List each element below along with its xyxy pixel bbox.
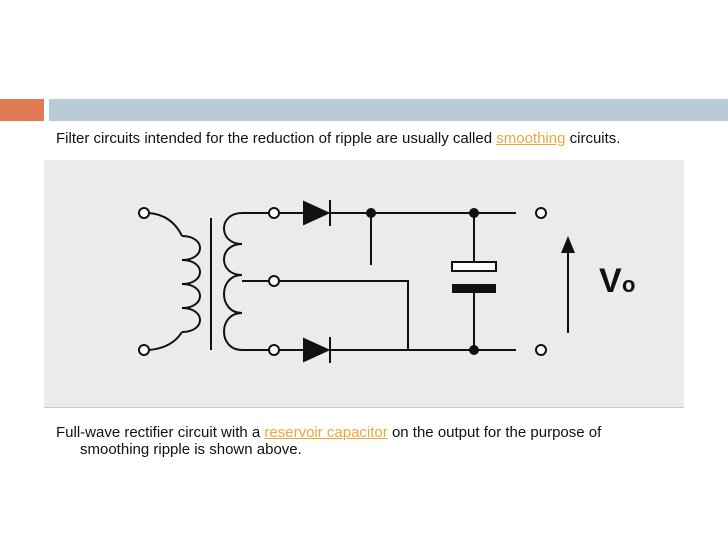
output-terminal-top — [535, 207, 547, 219]
primary-terminal-top — [138, 207, 150, 219]
junction-dot-top-left — [366, 208, 376, 218]
secondary-winding — [223, 212, 243, 351]
caption-text: Full-wave rectifier circuit with a reser… — [56, 424, 696, 458]
output-terminal-bottom — [535, 344, 547, 356]
output-voltage-arrow — [561, 236, 575, 253]
header-accent-bar — [0, 99, 44, 121]
primary-winding — [181, 235, 201, 333]
diode-bottom — [303, 337, 331, 363]
diode-top — [303, 200, 331, 226]
intro-prefix: Filter circuits intended for the reducti… — [56, 130, 497, 147]
reservoir-capacitor-link[interactable]: reservoir capacitor — [264, 424, 388, 441]
primary-terminal-bottom — [138, 344, 150, 356]
full-wave-rectifier-circuit: V o — [138, 200, 635, 363]
circuit-diagram-panel: V o — [44, 160, 684, 408]
tap-terminal-top — [268, 207, 280, 219]
capacitor-positive-plate — [451, 261, 497, 272]
junction-dot-top-right — [469, 208, 479, 218]
caption-line2: smoothing ripple is shown above. — [80, 441, 302, 458]
caption-prefix: Full-wave rectifier circuit with a — [56, 424, 265, 441]
intro-suffix: circuits. — [565, 130, 621, 147]
junction-dot-bottom — [469, 345, 479, 355]
caption-suffix: on the output for the purpose of — [387, 424, 602, 441]
capacitor-negative-plate — [452, 284, 496, 293]
tap-terminal-center — [268, 275, 280, 287]
tap-terminal-bottom — [268, 344, 280, 356]
output-voltage-label: V — [599, 262, 622, 300]
output-voltage-subscript: o — [622, 272, 635, 297]
header-band — [49, 99, 728, 121]
intro-text: Filter circuits intended for the reducti… — [56, 130, 620, 147]
smoothing-link[interactable]: smoothing — [496, 130, 566, 147]
